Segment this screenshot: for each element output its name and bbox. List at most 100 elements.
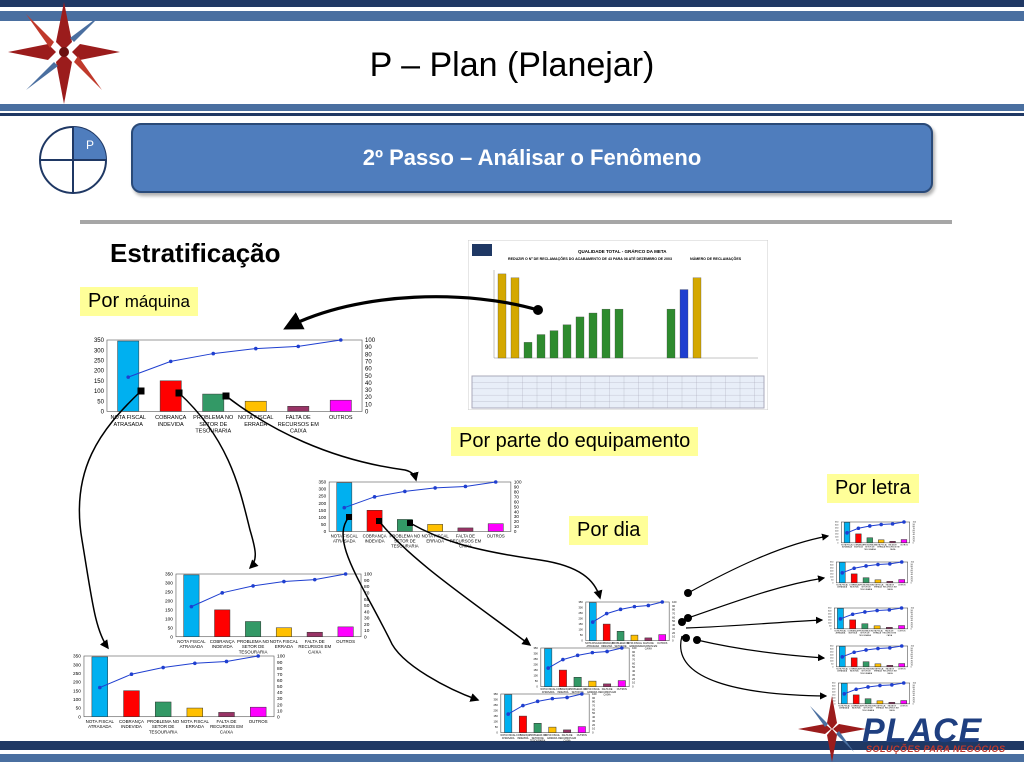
goal-chart-bar <box>588 312 598 359</box>
pareto-bar <box>874 579 882 584</box>
pareto-cumulative-point <box>493 480 498 484</box>
pareto-cumulative-point <box>840 571 845 575</box>
pareto-y2-tick: 100 <box>277 654 285 660</box>
pareto-y2-tick: 20 <box>911 662 914 664</box>
pareto-y-tick: 250 <box>835 528 839 530</box>
pareto-cumulative-point <box>901 681 906 685</box>
place-compass-icon <box>798 696 866 762</box>
pareto-y2-tick: 100 <box>913 683 917 685</box>
pareto-y-tick: 0 <box>832 583 834 585</box>
pareto-y2-tick: 100 <box>365 338 376 344</box>
pareto-y2-tick: 40 <box>911 658 914 660</box>
pareto-y2-tick: 50 <box>277 684 283 690</box>
pareto-y-tick: 0 <box>170 634 173 640</box>
pareto-y2-tick: 80 <box>277 666 283 672</box>
pareto-cumulative-point <box>864 648 868 652</box>
pareto-bar <box>306 631 323 637</box>
top-stripe-2 <box>0 11 1024 21</box>
pareto-chart: 0501001502002503003500102030405060708090… <box>578 600 677 651</box>
pareto-y-tick: 200 <box>828 617 832 619</box>
pareto-y2-tick: 80 <box>365 352 372 358</box>
pareto-cumulative-point <box>875 608 879 613</box>
pareto-y-tick: 50 <box>495 725 498 729</box>
pareto-y2-tick: 90 <box>514 485 520 490</box>
pareto-y-tick: 100 <box>830 661 834 663</box>
pareto-cumulative-point <box>890 522 895 526</box>
pareto-cumulative-point <box>372 495 377 499</box>
section-title: Estratificação <box>110 238 281 268</box>
pareto-y2-tick: 70 <box>672 612 675 616</box>
pareto-y2-tick: 40 <box>592 715 595 719</box>
pareto-y-tick: 350 <box>830 562 834 564</box>
pareto-y-tick: 100 <box>73 697 81 703</box>
pareto-cumulative-point <box>899 606 904 610</box>
pareto-y-tick: 0 <box>834 704 836 706</box>
connector-arrow <box>685 616 824 629</box>
pareto-y-tick: 50 <box>829 626 832 628</box>
pareto-y2-tick: 0 <box>672 639 674 643</box>
pareto-y-tick: 200 <box>835 531 839 533</box>
pareto-y2-tick: 10 <box>913 540 916 542</box>
pareto-y-tick: 250 <box>832 689 836 691</box>
pareto-y2-tick: 90 <box>672 604 675 608</box>
goal-chart-ylabel: NÚMERO DE RECLAMAÇÕES <box>690 256 742 261</box>
pareto-y2-tick: 80 <box>911 566 914 568</box>
pareto-y2-tick: 80 <box>672 608 675 612</box>
pareto-category-label: OUTROS <box>617 688 628 691</box>
pareto-cumulative-point <box>618 607 623 612</box>
pareto-y-tick: 0 <box>536 685 538 689</box>
pareto-chart: 0501001502002503003500102030405060708090… <box>830 644 915 675</box>
pareto-y2-tick: 10 <box>632 681 635 685</box>
pareto-cumulative-point <box>342 505 347 510</box>
pareto-y-tick: 100 <box>828 623 832 625</box>
pareto-cumulative-point <box>604 611 609 616</box>
pareto-y-tick: 300 <box>493 697 498 701</box>
pareto-y2-tick: 40 <box>911 574 914 576</box>
pareto-y-tick: 150 <box>94 379 105 385</box>
pareto-y-tick: 50 <box>831 580 834 582</box>
bottom-stripe-2 <box>0 754 1024 762</box>
pareto-y2-tick: 90 <box>911 564 914 566</box>
pareto-bar <box>154 701 172 717</box>
pareto-cumulative-point <box>296 344 301 349</box>
pareto-bar <box>898 579 905 584</box>
pareto-y2-tick: 40 <box>514 509 520 514</box>
pareto-y-tick: 250 <box>830 568 834 570</box>
pareto-cumulative-point <box>129 672 134 677</box>
pareto-y2-tick: 60 <box>364 597 370 603</box>
pareto-bar <box>457 527 474 532</box>
pareto-y-tick: 50 <box>831 664 834 666</box>
pareto-y2-tick: 10 <box>592 727 595 731</box>
goal-chart-bar <box>601 308 611 359</box>
pareto-y-tick: 150 <box>830 574 834 576</box>
pareto-y-tick: 300 <box>533 651 538 655</box>
pareto-y2-tick: 20 <box>364 622 370 628</box>
pareto-y-tick: 100 <box>165 616 173 622</box>
pareto-category-label: OUTROS <box>898 630 907 632</box>
pareto-y-tick: 100 <box>94 389 105 395</box>
pareto-bar <box>644 637 653 641</box>
pareto-y2-tick: 50 <box>913 693 916 695</box>
pareto-y2-tick: 90 <box>365 345 372 351</box>
step-banner: 2º Passo – Análisar o Fenômeno <box>131 123 933 193</box>
pareto-cumulative-line <box>840 607 902 620</box>
pareto-y2-tick: 70 <box>365 360 372 366</box>
pareto-y2-tick: 0 <box>514 529 517 534</box>
pareto-cumulative-point <box>620 646 624 650</box>
pareto-bar <box>577 726 586 733</box>
pareto-y-tick: 300 <box>835 525 839 527</box>
pareto-cumulative-point <box>168 359 173 364</box>
pareto-y-tick: 200 <box>94 369 105 375</box>
pareto-y2-tick: 80 <box>364 584 370 590</box>
pareto-y-tick: 300 <box>165 581 173 587</box>
pareto-y2-tick: 90 <box>592 696 595 700</box>
pareto-cumulative-point <box>590 650 595 655</box>
pareto-y2-tick: 20 <box>911 578 914 580</box>
